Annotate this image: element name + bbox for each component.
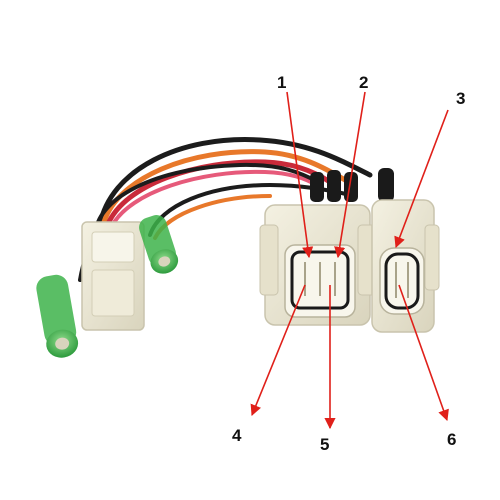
- callout-label-6: 6: [447, 430, 457, 449]
- callout-arrows: [250, 91, 449, 430]
- callout-label-5: 5: [320, 435, 330, 454]
- callout-label-4: 4: [232, 426, 242, 445]
- arrow-3: [394, 109, 449, 249]
- green-crimp-terminals: [36, 215, 179, 358]
- wire-bundle: [78, 137, 373, 285]
- three-pin-connector: [259, 204, 377, 326]
- arrow-2: [334, 91, 366, 259]
- callout-label-1: 1: [277, 73, 287, 92]
- callout-label-3: 3: [456, 89, 466, 108]
- arrow-4: [250, 284, 306, 417]
- arrow-1: [286, 91, 314, 259]
- arrow-6: [398, 284, 449, 422]
- callout-label-2: 2: [359, 73, 369, 92]
- small-white-connector: [81, 221, 145, 331]
